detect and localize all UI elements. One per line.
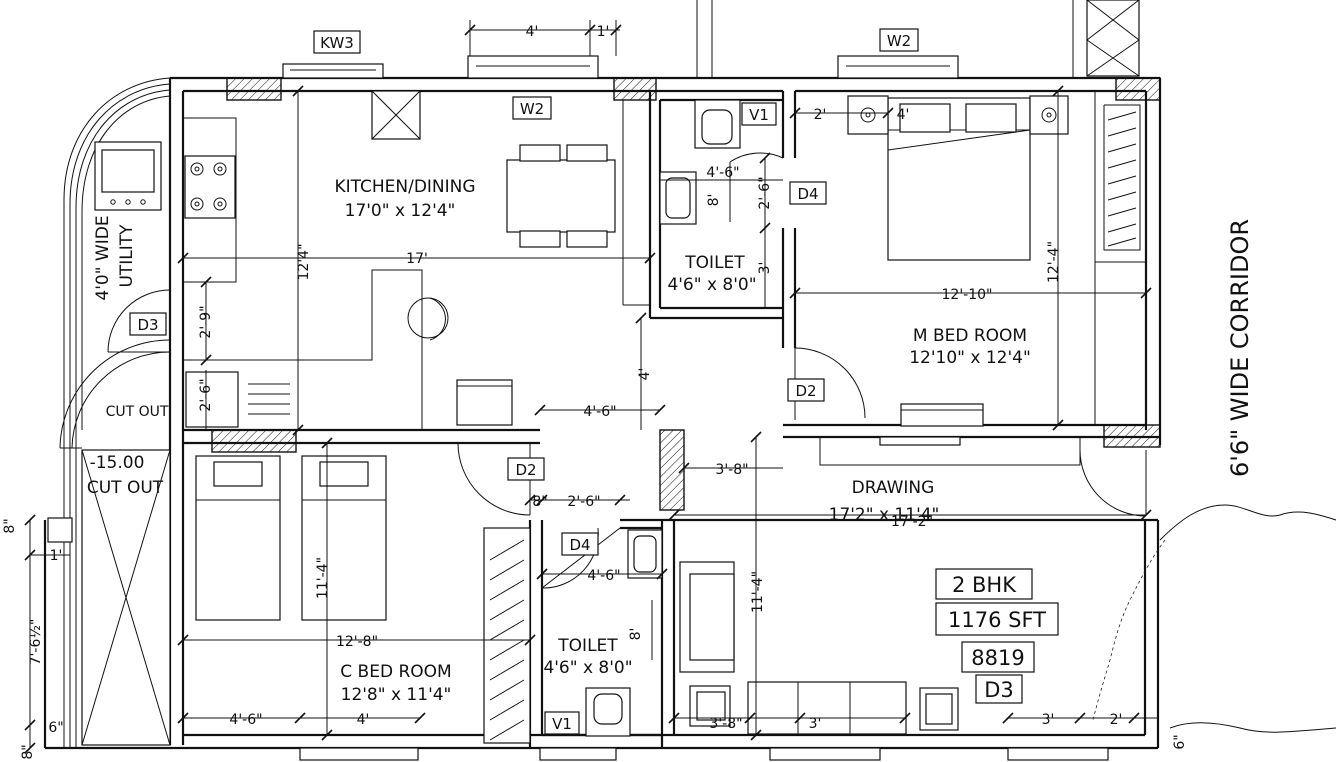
toilet-bottom-name: TOILET	[557, 636, 618, 656]
dim-2-9: 2'-9"	[198, 305, 214, 338]
toilet-fixtures-top	[659, 99, 741, 225]
dim-4ft-top: 4'	[526, 24, 539, 40]
dim-11-4-child: 11'-4"	[315, 557, 331, 599]
unit-area: 1176 SFT	[948, 608, 1046, 632]
cutout-big-line2: CUT OUT	[87, 478, 164, 498]
tag-d4-top: D4	[797, 185, 818, 203]
unit-code: 8819	[971, 646, 1024, 670]
kitchen-size: 17'0" x 12'4"	[345, 201, 456, 221]
dim-2-6-toilet: 2'-6"	[757, 176, 773, 209]
dim-8ft-bath: 8'	[628, 628, 644, 641]
child-name: C BED ROOM	[340, 662, 451, 682]
dim-12-10: 12'-10"	[942, 287, 993, 303]
dim-6in-right: 6"	[1172, 734, 1188, 749]
internal-walls	[183, 91, 1160, 748]
tag-w2-kitchen: W2	[520, 100, 544, 118]
drawing-furniture	[679, 436, 1081, 735]
dim-3-8-top: 3'-8"	[715, 462, 748, 478]
dimension-ticks	[24, 24, 1152, 754]
tag-w2-top: W2	[887, 32, 911, 50]
dim-17ft: 17'	[406, 251, 428, 267]
dim-4-6-bath: 4'-6"	[587, 568, 620, 584]
master-size: 12'10" x 12'4"	[909, 348, 1031, 368]
dim-4ft-child: 4'	[357, 712, 370, 728]
dim-1ft-left: 1'	[50, 548, 63, 564]
utility-balcony	[43, 77, 171, 748]
drawing-size: 17'2" x 11'4"	[829, 505, 940, 525]
utility-line1: 4'0" WIDE	[93, 215, 113, 300]
toilet-fixtures-bottom	[585, 529, 663, 737]
tag-d2-master: D2	[795, 382, 816, 400]
master-bed	[847, 91, 1146, 427]
dim-8in-left-bottom: 8"	[20, 744, 36, 759]
tag-d2-child: D2	[515, 461, 536, 479]
dim-8in-left-top: 8"	[2, 518, 18, 533]
dim-7-6-left: 7'-6½"	[28, 619, 44, 666]
toilet-bottom-size: 4'6" x 8'0"	[543, 658, 632, 678]
utility-line2: UTILITY	[117, 224, 137, 288]
dim-4ft-passage: 4'	[637, 368, 653, 381]
oven-icon	[94, 141, 162, 211]
dim-6in-left: 6"	[48, 720, 63, 736]
windows	[282, 0, 1140, 761]
dim-2ft-right: 2'	[1110, 712, 1123, 728]
dim-4ft-mbr: 4'	[897, 107, 910, 123]
tag-kw3: KW3	[320, 34, 354, 52]
tag-v1-top: V1	[749, 106, 769, 124]
dim-11-4-drawing: 11'-4"	[750, 571, 766, 613]
dim-4-6-passage: 4'-6"	[583, 404, 616, 420]
kitchen-counter	[183, 90, 650, 430]
dim-2ft-mbr: 2'	[814, 107, 827, 123]
unit-type: 2 BHK	[952, 573, 1017, 597]
dim-8in-bath: 8"	[532, 494, 547, 510]
child-size: 12'8" x 11'4"	[341, 685, 452, 705]
dimension-labels: 4' 1' 2' 4' 17' 12'4" 4'-6" 8' 2'-6" 3' …	[2, 24, 1188, 760]
toilet-top-name: TOILET	[684, 253, 745, 273]
door-swings	[107, 152, 1147, 589]
toilet-top-size: 4'6" x 8'0"	[667, 275, 756, 295]
wardrobe-master	[1107, 111, 1137, 247]
tag-v1-bottom: V1	[552, 715, 572, 733]
room-labels: KITCHEN/DINING 17'0" x 12'4" TOILET 4'6"…	[87, 177, 1254, 705]
cutout-big-line1: -15.00	[90, 453, 145, 473]
unit-summary: 2 BHK 1176 SFT 8819 D3	[935, 568, 1059, 704]
landscape-tree	[1092, 504, 1336, 733]
dining-table	[506, 144, 616, 248]
corridor-label: 6'6" WIDE CORRIDOR	[1226, 219, 1254, 477]
dim-3ft-right: 3'	[1042, 712, 1055, 728]
dim-12-8: 12'-8"	[336, 634, 378, 650]
child-beds	[195, 455, 531, 744]
dim-8ft-toilet: 8'	[706, 194, 722, 207]
master-name: M BED ROOM	[913, 326, 1027, 346]
tag-d4-bottom: D4	[569, 536, 590, 554]
dim-2-6-bath: 2'-6"	[567, 494, 600, 510]
dim-1ft-top: 1'	[597, 24, 610, 40]
dim-3-8-bottom: 3'-8"	[709, 716, 742, 732]
dimension-lines	[29, 20, 1158, 748]
dim-12-4-master: 12'-4"	[1046, 241, 1062, 283]
door-window-tags: KW3 W2 W2 V1 D4 D3 D2 D2 D4 V1	[129, 28, 919, 735]
dim-12-4-kitchen: 12'4"	[296, 243, 312, 280]
tag-d3: D3	[137, 316, 158, 334]
dim-3ft-sofa: 3'	[809, 716, 822, 732]
hatched-columns	[211, 77, 1161, 511]
drawing-name: DRAWING	[852, 478, 935, 498]
dim-4-6-toilet: 4'-6"	[706, 165, 739, 181]
unit-door: D3	[984, 678, 1014, 702]
dim-3ft-toilet: 3'	[757, 262, 773, 275]
dim-17-2: 17'-2"	[891, 514, 933, 530]
cutout-small-label: CUT OUT	[106, 404, 169, 420]
dim-2-6-util: 2'-6"	[198, 378, 214, 411]
kitchen-name: KITCHEN/DINING	[334, 177, 475, 197]
dim-4-6-child: 4'-6"	[229, 712, 262, 728]
